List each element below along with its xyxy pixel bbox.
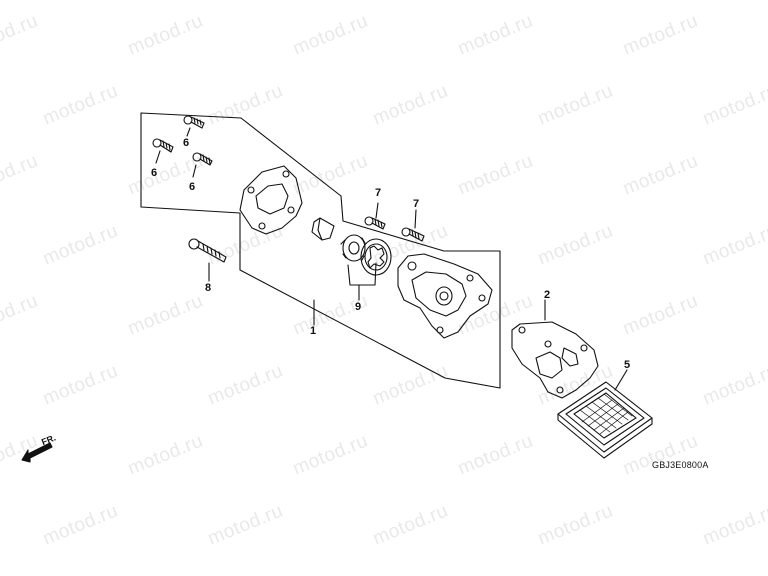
leader-7b — [414, 209, 417, 229]
callout-8[interactable]: 8 — [205, 282, 212, 294]
leader-6c — [192, 164, 197, 178]
callout-1[interactable]: 1 — [310, 325, 317, 337]
callout-7-left[interactable]: 7 — [375, 187, 382, 199]
leader-7a — [375, 202, 379, 219]
leader-5 — [614, 369, 628, 391]
outer-rotor — [360, 238, 392, 276]
inner-rotor — [340, 234, 366, 262]
drive-pin — [311, 217, 335, 241]
callout-6-top[interactable]: 6 — [183, 137, 190, 149]
callout-9[interactable]: 9 — [355, 301, 362, 313]
front-direction-arrow — [21, 442, 53, 463]
callout-7-right[interactable]: 7 — [413, 198, 420, 210]
diagram-code: GBJ3E0800A — [652, 460, 709, 470]
leader-6b — [155, 150, 161, 164]
bolt-8 — [188, 238, 227, 263]
bolt-7-right — [401, 227, 425, 242]
callout-5[interactable]: 5 — [624, 359, 631, 371]
bolt-6-mid — [192, 152, 213, 166]
leader-6a — [186, 127, 191, 137]
callout-2[interactable]: 2 — [544, 289, 551, 301]
bolt-7-left — [364, 216, 386, 230]
oil-strainer — [557, 381, 653, 459]
pump-body — [397, 253, 493, 339]
leader-9 — [347, 262, 377, 286]
callout-6-mid[interactable]: 6 — [189, 181, 196, 193]
assembly-outline — [140, 112, 501, 389]
bolt-6-top — [183, 115, 205, 129]
callout-6-left[interactable]: 6 — [151, 167, 158, 179]
pump-cover — [239, 165, 303, 235]
bolt-6-left — [152, 138, 174, 153]
gasket-plate — [511, 321, 599, 399]
